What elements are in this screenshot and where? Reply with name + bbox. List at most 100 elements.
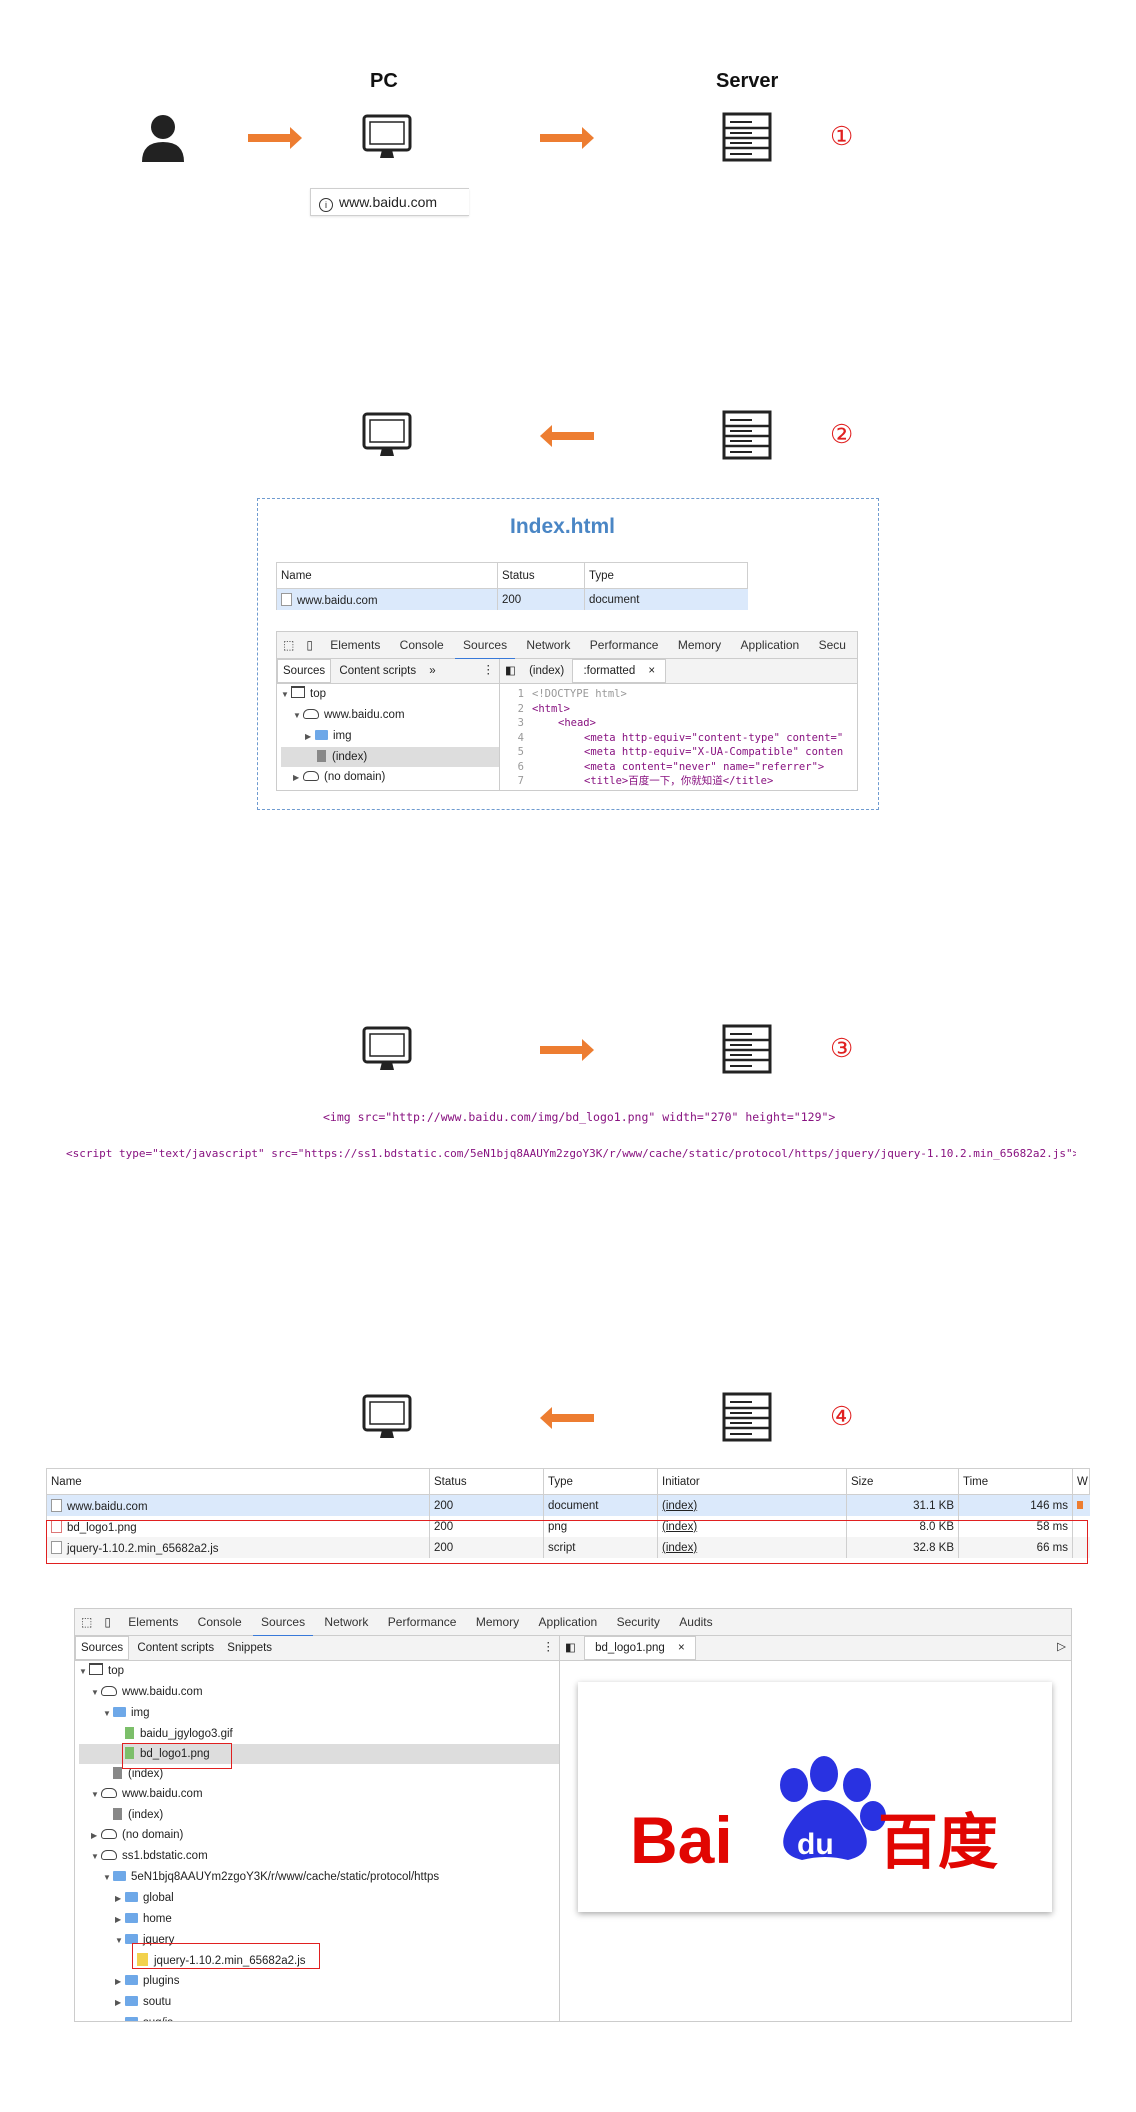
tree-item[interactable]: ▼www.baidu.com <box>79 1682 559 1703</box>
devtools-panel: ⬚ ▯ Elements Console Sources Network Perf… <box>74 1608 1072 2022</box>
col-type[interactable]: Type <box>584 562 748 589</box>
close-icon[interactable]: × <box>648 665 656 677</box>
tree-item[interactable]: ▼5eN1bjq8AAUYm2zgoY3K/r/www/cache/static… <box>79 1867 559 1888</box>
tree-item[interactable]: bd_logo1.png <box>79 1744 559 1764</box>
expand-toggle-icon[interactable]: ▼ <box>115 1936 123 1945</box>
tree-item[interactable]: ▼www.baidu.com <box>293 709 405 721</box>
device-icon[interactable]: ▯ <box>104 1615 111 1629</box>
tree-item[interactable]: ▶ sug/js <box>79 2013 559 2021</box>
expand-toggle-icon[interactable]: ▼ <box>91 1790 99 1799</box>
tab-performance[interactable]: Performance <box>387 1615 457 1629</box>
subtab-content-scripts[interactable]: Content scripts <box>137 1642 215 1654</box>
expand-toggle-icon[interactable]: ▼ <box>91 1852 99 1861</box>
col-name[interactable]: Name <box>276 562 498 589</box>
tree-item[interactable]: ▼ss1.bdstatic.com <box>79 1846 559 1867</box>
editor-tab-index[interactable]: (index) <box>529 665 565 677</box>
tab-console[interactable]: Console <box>399 638 444 652</box>
expand-toggle-icon[interactable]: ▼ <box>79 1667 87 1676</box>
monitor-icon <box>362 412 412 456</box>
tab-network[interactable]: Network <box>526 638 571 652</box>
menu-icon[interactable]: ⋮ <box>482 664 495 676</box>
table-row[interactable]: www.baidu.com 200 document <box>276 588 748 610</box>
col-status[interactable]: Status <box>497 562 585 589</box>
tab-elements[interactable]: Elements <box>128 1615 179 1629</box>
tree-item-label: plugins <box>143 1975 180 1987</box>
expand-toggle-icon[interactable]: ▶ <box>91 1831 98 1840</box>
expand-toggle-icon[interactable]: ▼ <box>103 1873 111 1882</box>
table-row[interactable]: www.baidu.com 200 document (index) 31.1 … <box>46 1494 1090 1516</box>
file-icon <box>281 592 292 606</box>
highlight-box <box>46 1520 1088 1564</box>
tree-item-label: sug/js <box>143 2017 173 2021</box>
expand-toggle-icon[interactable]: ▶ <box>115 1894 122 1903</box>
editor-tab-formatted[interactable]: :formatted × <box>572 659 667 683</box>
col-waterfall[interactable]: W <box>1072 1468 1090 1495</box>
toggle-navigator-icon[interactable]: ◧ <box>565 1642 576 1654</box>
tree-item[interactable]: ▶soutu <box>79 1992 559 2013</box>
tab-audits[interactable]: Audits <box>679 1615 713 1629</box>
tree-item[interactable]: (index) <box>281 747 499 767</box>
expand-toggle-icon[interactable]: ▶ <box>115 2014 125 2021</box>
expand-toggle-icon[interactable]: ▼ <box>103 1709 111 1718</box>
device-icon[interactable]: ▯ <box>306 638 313 652</box>
tree-item[interactable]: ▼img <box>79 1703 559 1724</box>
inspect-icon[interactable]: ⬚ <box>283 638 295 652</box>
tree-item[interactable]: ▼top <box>281 686 326 700</box>
col-type[interactable]: Type <box>543 1468 658 1495</box>
tab-security[interactable]: Secu <box>818 638 846 652</box>
tab-console[interactable]: Console <box>197 1615 242 1629</box>
tab-elements[interactable]: Elements <box>330 638 381 652</box>
folder-icon <box>113 1707 126 1717</box>
toggle-debugger-icon[interactable]: ▷ <box>1057 1641 1066 1653</box>
arrow-left-icon <box>540 425 594 447</box>
col-name[interactable]: Name <box>46 1468 430 1495</box>
tree-item[interactable]: ▶img <box>305 730 352 742</box>
editor-tab-file[interactable]: bd_logo1.png × <box>584 1636 696 1660</box>
tab-application[interactable]: Application <box>740 638 800 652</box>
expand-toggle-icon[interactable]: ▶ <box>115 1977 122 1986</box>
tree-item[interactable]: (index) <box>79 1764 559 1784</box>
tree-item[interactable]: ▶ plugins <box>79 1971 559 1992</box>
tab-memory[interactable]: Memory <box>475 1615 520 1629</box>
tab-application[interactable]: Application <box>538 1615 598 1629</box>
tree-item[interactable]: baidu_jgylogo3.gif <box>79 1724 559 1744</box>
col-status[interactable]: Status <box>429 1468 544 1495</box>
col-time[interactable]: Time <box>958 1468 1073 1495</box>
tab-security[interactable]: Security <box>616 1615 660 1629</box>
script-file-icon <box>137 1953 148 1966</box>
tree-item[interactable]: ▶home <box>79 1909 559 1930</box>
tree-item[interactable]: ▶global <box>79 1888 559 1909</box>
table-row[interactable]: bd_logo1.png 200 png (index) 8.0 KB 58 m… <box>46 1516 1090 1537</box>
menu-icon[interactable]: ⋮ <box>542 1641 555 1653</box>
tree-item[interactable]: ▶(no domain) <box>79 1825 559 1846</box>
expand-toggle-icon[interactable]: ▼ <box>91 1688 99 1697</box>
subtab-sources[interactable]: Sources <box>75 1636 130 1660</box>
expand-toggle-icon[interactable]: ▶ <box>115 1915 122 1924</box>
server-icon <box>722 1024 772 1074</box>
tab-performance[interactable]: Performance <box>589 638 659 652</box>
tree-item[interactable]: (index) <box>79 1805 559 1825</box>
subtab-content-scripts[interactable]: Content scripts <box>339 665 417 677</box>
tab-network[interactable]: Network <box>324 1615 369 1629</box>
expand-toggle-icon[interactable]: ▶ <box>115 1998 122 2007</box>
toggle-navigator-icon[interactable]: ◧ <box>505 665 516 677</box>
tab-sources[interactable]: Sources <box>455 632 516 660</box>
tree-item[interactable]: jquery-1.10.2.min_65682a2.js <box>79 1951 559 1971</box>
more-tabs-icon[interactable]: » <box>429 665 436 677</box>
tree-item[interactable]: ▼top <box>79 1661 559 1682</box>
subtab-snippets[interactable]: Snippets <box>227 1642 273 1654</box>
inspect-icon[interactable]: ⬚ <box>81 1615 93 1629</box>
close-icon[interactable]: × <box>678 1642 685 1654</box>
tree-item[interactable]: ▶(no domain) <box>293 771 386 783</box>
subtab-sources[interactable]: Sources <box>277 659 332 683</box>
col-initiator[interactable]: Initiator <box>657 1468 847 1495</box>
tab-sources[interactable]: Sources <box>253 1609 314 1637</box>
col-size[interactable]: Size <box>846 1468 959 1495</box>
tab-memory[interactable]: Memory <box>677 638 722 652</box>
table-row[interactable]: jquery-1.10.2.min_65682a2.js 200 script … <box>46 1537 1090 1558</box>
tree-item[interactable]: ▼www.baidu.com <box>79 1784 559 1805</box>
script-tag-line: <script type="text/javascript" src="http… <box>66 1147 1076 1160</box>
folder-icon <box>113 1871 126 1881</box>
cloud-icon <box>101 1788 117 1798</box>
